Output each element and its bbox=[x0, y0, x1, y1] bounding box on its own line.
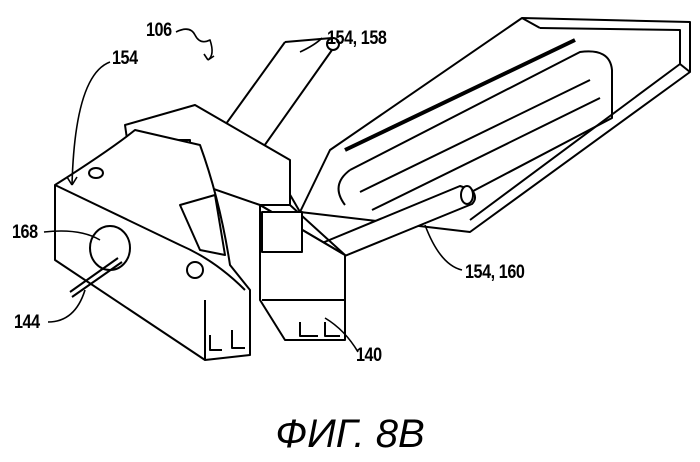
label-154-160: 154, 160 bbox=[465, 262, 524, 284]
rear-tray bbox=[270, 18, 690, 240]
label-106: 106 bbox=[146, 20, 172, 42]
label-154: 154 bbox=[112, 48, 138, 70]
label-154-158: 154, 158 bbox=[327, 28, 386, 50]
figure-caption: ФИГ. 8B bbox=[0, 412, 700, 457]
label-168: 168 bbox=[12, 222, 38, 244]
label-140: 140 bbox=[356, 345, 382, 367]
label-144: 144 bbox=[14, 312, 40, 334]
